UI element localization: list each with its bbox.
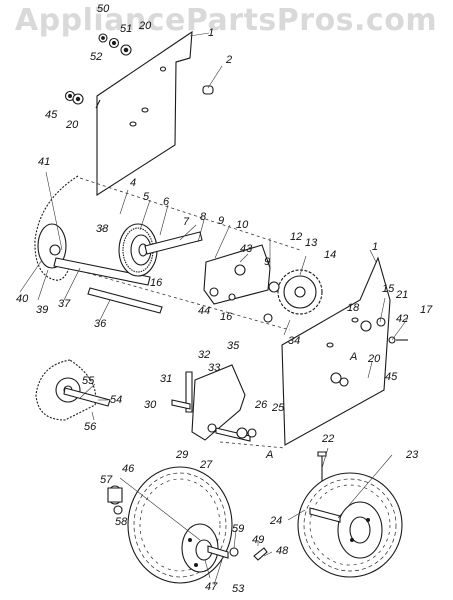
callout-21: 21: [395, 289, 408, 301]
sprocket-gear: [263, 269, 323, 323]
center-bracket: [203, 244, 271, 305]
callout-6: 6: [163, 196, 170, 208]
clevis-pin: [253, 547, 268, 561]
callout-30: 30: [144, 399, 157, 411]
callout-39: 39: [36, 304, 48, 316]
callout-40: 40: [16, 293, 29, 305]
callout-42: 42: [396, 313, 408, 325]
callout-1-right: 1: [372, 241, 378, 253]
right-tire: [297, 472, 403, 578]
callout-15: 15: [382, 283, 395, 295]
callout-16-center: 16: [220, 311, 233, 323]
washer-stack-top: [64, 33, 214, 105]
callout-23: 23: [405, 449, 419, 461]
bushing-57: [107, 485, 123, 515]
callout-38: 38: [96, 223, 109, 235]
left-side-plate: [95, 30, 193, 197]
callout-20-left: 20: [65, 119, 79, 131]
callout-22: 22: [321, 433, 334, 445]
callout-12: 12: [290, 231, 302, 243]
callout-35: 35: [227, 340, 240, 352]
lower-chain-assembly: [35, 359, 111, 421]
callout-2: 2: [225, 54, 232, 66]
callout-9: 9: [218, 215, 224, 227]
callout-44: 44: [198, 305, 210, 317]
leader-lines: [19, 32, 409, 586]
callout-46: 46: [122, 463, 135, 475]
callout-47: 47: [205, 581, 218, 593]
callout-10: 10: [236, 219, 249, 231]
callout-51: 51: [120, 23, 132, 35]
callout-17: 17: [420, 304, 433, 316]
callout-8: 8: [200, 211, 207, 223]
callout-45-top: 45: [45, 109, 58, 121]
ref-a-left: A: [265, 449, 273, 461]
watermark: AppliancePartsPros.com: [15, 3, 437, 38]
shift-lever-bracket: [171, 364, 257, 442]
callout-43: 43: [240, 243, 253, 255]
cross-shaft: [87, 287, 163, 314]
pulley-wheel: [118, 223, 203, 277]
callout-58: 58: [115, 516, 128, 528]
callout-52: 52: [90, 51, 102, 63]
callout-4: 4: [130, 177, 136, 189]
callout-labels: 1 2 50 51 20 52 45 20 41 4 5 6 7 8 9 10 …: [16, 3, 433, 595]
callout-31: 31: [160, 373, 172, 385]
callout-59: 59: [232, 523, 244, 535]
callout-45-right: 45: [385, 371, 398, 383]
drive-chain: [34, 175, 79, 281]
callout-56: 56: [84, 421, 97, 433]
callout-41: 41: [38, 156, 50, 168]
callout-54: 54: [110, 394, 122, 406]
callout-18: 18: [347, 302, 360, 314]
callout-24: 24: [269, 515, 282, 527]
callout-7: 7: [183, 216, 190, 228]
callout-29: 29: [175, 449, 188, 461]
callout-26: 26: [254, 399, 268, 411]
callout-14: 14: [324, 249, 336, 261]
right-side-plate: [281, 256, 408, 446]
callout-27: 27: [199, 459, 213, 471]
callout-37: 37: [58, 298, 71, 310]
callout-20-right: 20: [367, 353, 381, 365]
callout-55: 55: [82, 375, 95, 387]
axle-shaft: [53, 257, 151, 286]
callout-50: 50: [97, 3, 110, 15]
left-tire: [127, 466, 239, 584]
callout-1: 1: [208, 27, 214, 39]
callout-57: 57: [100, 474, 113, 486]
callout-53: 53: [232, 583, 245, 595]
callout-25: 25: [271, 402, 285, 414]
callout-34: 34: [288, 335, 300, 347]
callout-5: 5: [143, 191, 150, 203]
callout-48: 48: [276, 545, 289, 557]
callout-9-right: 9: [264, 256, 270, 268]
callout-36: 36: [94, 318, 107, 330]
callout-32: 32: [198, 349, 210, 361]
callout-16-left: 16: [150, 277, 163, 289]
ref-a-right: A: [349, 351, 357, 363]
callout-13: 13: [305, 237, 318, 249]
callout-33: 33: [208, 362, 221, 374]
callout-49: 49: [252, 534, 264, 546]
callout-20-top: 20: [138, 20, 152, 32]
